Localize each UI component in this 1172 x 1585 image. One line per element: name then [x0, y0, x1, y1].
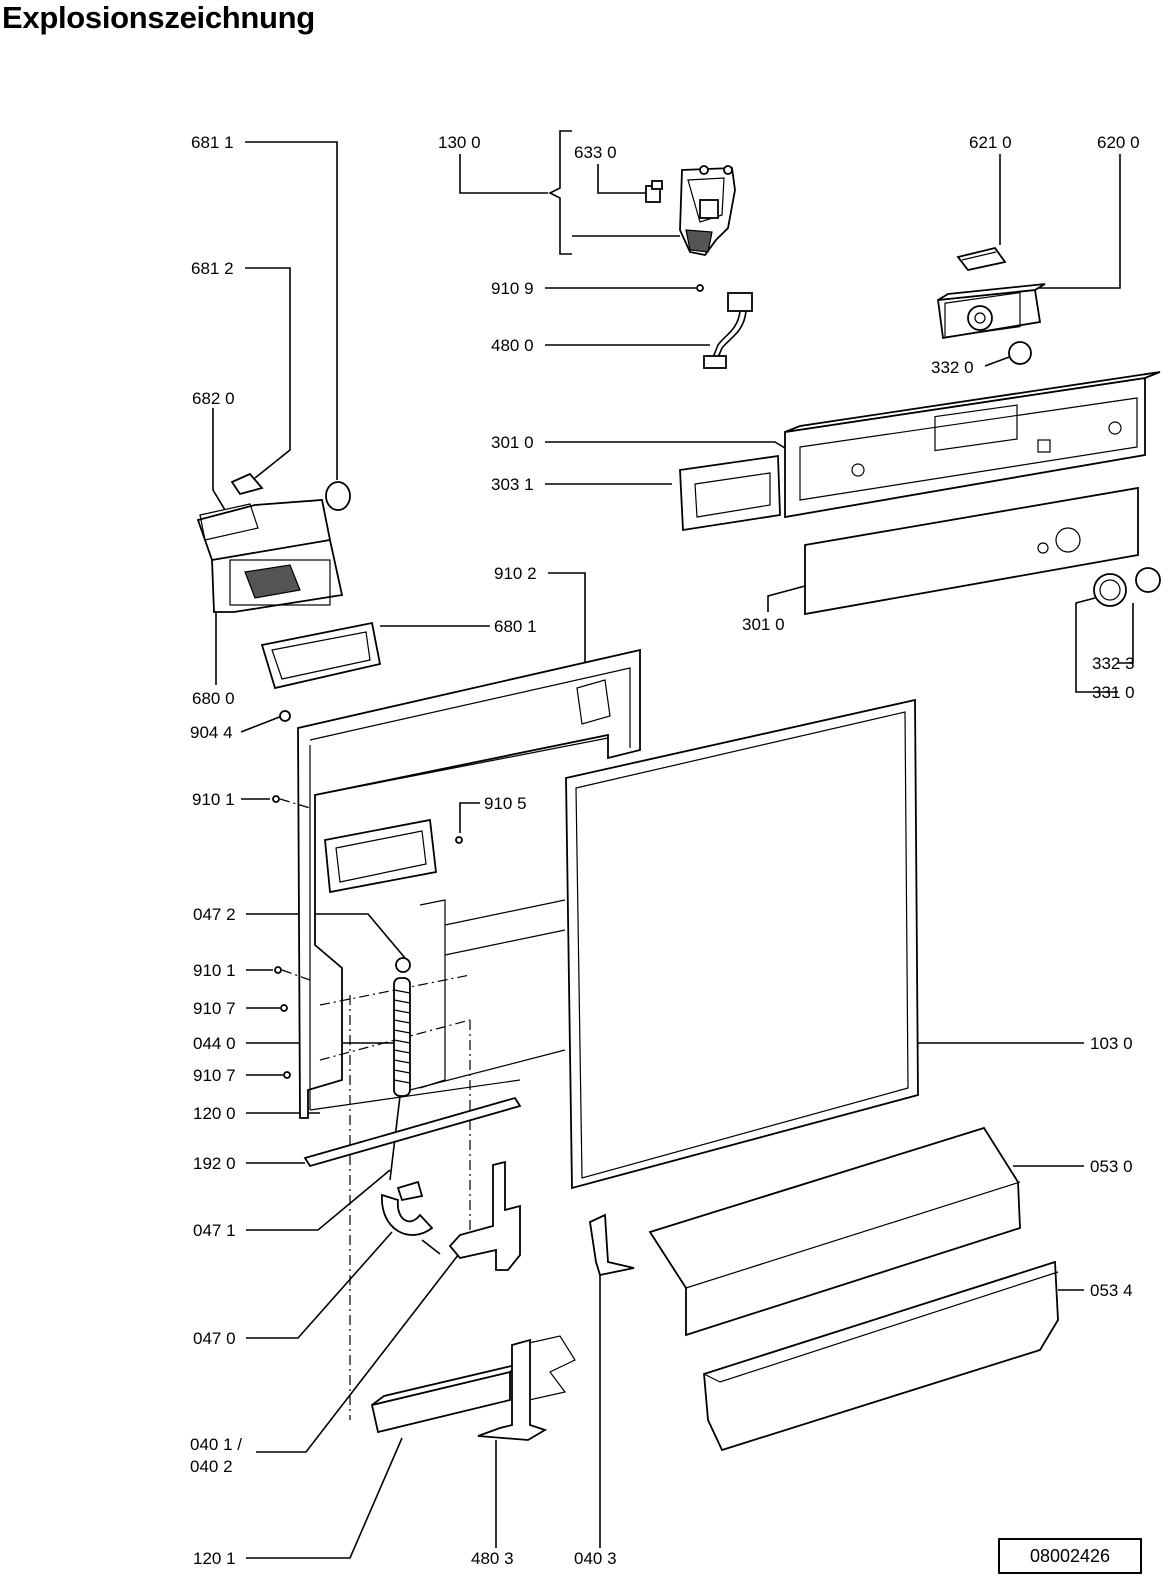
label-910-2: 910 2 — [494, 564, 537, 583]
label-103-0: 103 0 — [1090, 1034, 1133, 1053]
part-gasket-680-1 — [260, 621, 382, 690]
label-682-0: 682 0 — [192, 389, 235, 408]
label-301-0-top: 301 0 — [491, 433, 534, 452]
label-303-1: 303 1 — [491, 475, 534, 494]
part-door-lock-130 — [679, 165, 736, 256]
part-bracket-040-3 — [589, 1213, 635, 1277]
document-number: 08002426 — [1029, 1546, 1111, 1566]
label-910-1-b: 910 1 — [193, 961, 236, 980]
label-130-0: 130 0 — [438, 133, 481, 152]
leader-lines — [212, 130, 1134, 1559]
part-rail-192 — [303, 1096, 522, 1168]
page-title: Explosionszeichnung — [2, 0, 315, 35]
label-040-2: 040 2 — [190, 1457, 233, 1476]
label-910-9: 910 9 — [491, 279, 534, 298]
part-cap-681-1 — [325, 481, 351, 511]
part-door-103 — [565, 698, 919, 1190]
part-bracket-040-1 — [448, 1160, 521, 1271]
label-047-0: 047 0 — [193, 1329, 236, 1348]
label-480-3: 480 3 — [471, 1549, 514, 1568]
label-120-0: 120 0 — [193, 1104, 236, 1123]
part-front-panel-301 — [804, 404, 1139, 616]
label-681-1: 681 1 — [191, 133, 234, 152]
label-053-0: 053 0 — [1090, 1157, 1133, 1176]
part-board-621 — [956, 246, 1007, 271]
part-control-module-620 — [936, 283, 1046, 340]
label-120-1: 120 1 — [193, 1549, 236, 1568]
part-inner-door-120 — [297, 648, 641, 1119]
part-bracket-480-3 — [477, 1338, 548, 1441]
label-681-2: 681 2 — [191, 259, 234, 278]
part-knob-331 — [1093, 573, 1127, 607]
part-knob-332-3 — [1135, 567, 1161, 593]
part-knob-332-0 — [1008, 341, 1032, 365]
label-040-3: 040 3 — [574, 1549, 617, 1568]
label-633-0: 633 0 — [574, 143, 617, 162]
label-332-0: 332 0 — [931, 358, 974, 377]
part-handle-303 — [679, 454, 781, 532]
label-910-1-a: 910 1 — [192, 790, 235, 809]
part-spring-044 — [389, 957, 411, 1181]
part-labels: 681 1 681 2 682 0 680 0 680 1 130 0 633 … — [190, 133, 1140, 1568]
part-switch-633 — [645, 180, 663, 203]
part-lever-681-2 — [230, 472, 264, 496]
label-910-5: 910 5 — [484, 794, 527, 813]
label-040-1: 040 1 / — [190, 1435, 242, 1454]
label-331-0: 331 0 — [1092, 683, 1135, 702]
label-680-1: 680 1 — [494, 617, 537, 636]
label-332-3: 332 3 — [1092, 654, 1135, 673]
label-910-7-b: 910 7 — [193, 1066, 236, 1085]
part-trim-053-0 — [648, 1126, 1021, 1337]
label-910-7-a: 910 7 — [193, 999, 236, 1018]
document-number-box: 08002426 — [998, 1538, 1142, 1574]
label-904-4: 904 4 — [190, 723, 233, 742]
label-680-0: 680 0 — [192, 689, 235, 708]
label-047-2: 047 2 — [193, 905, 236, 924]
label-620-0: 620 0 — [1097, 133, 1140, 152]
parts — [196, 165, 1161, 1452]
part-hinge-047 — [381, 1180, 441, 1255]
label-053-4: 053 4 — [1090, 1281, 1133, 1300]
part-cable-480 — [703, 292, 753, 369]
part-control-panel-301 — [784, 291, 1161, 519]
label-301-0-lower: 301 0 — [742, 615, 785, 634]
part-plinth-053-4 — [703, 1260, 1059, 1452]
part-dispenser-680 — [196, 499, 344, 613]
label-480-0: 480 0 — [491, 336, 534, 355]
label-044-0: 044 0 — [193, 1034, 236, 1053]
label-192-0: 192 0 — [193, 1154, 236, 1173]
label-047-1: 047 1 — [193, 1221, 236, 1240]
label-621-0: 621 0 — [969, 133, 1012, 152]
part-kickplate-120-1 — [370, 1335, 576, 1434]
